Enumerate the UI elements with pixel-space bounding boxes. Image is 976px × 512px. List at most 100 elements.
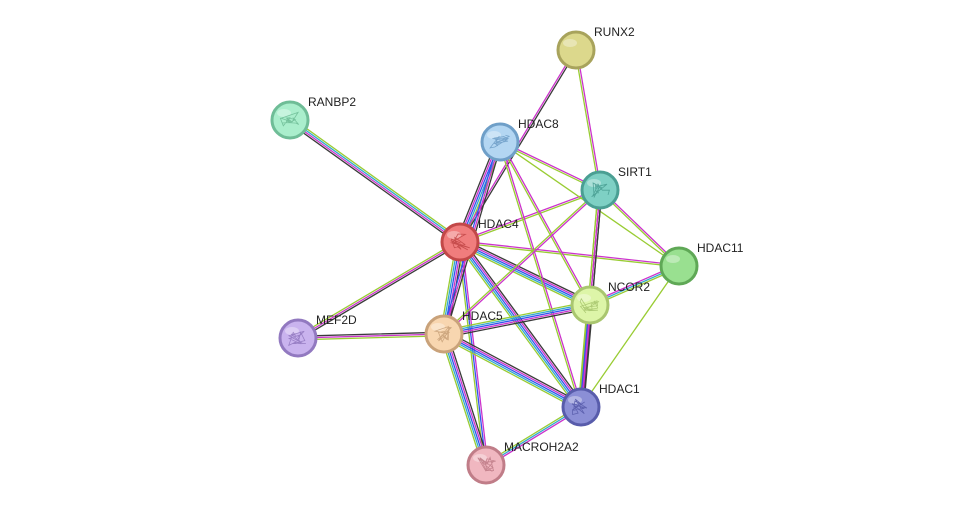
protein-structure-icon [287,330,306,347]
edge-hdac4-sirt1[interactable] [459,188,601,244]
node-label: NCOR2 [608,280,650,294]
edge-evidence-line [574,49,600,191]
node-mef2d[interactable]: MEF2D [278,313,357,358]
protein-structure-icon [279,111,300,127]
node-sirt1[interactable]: SIRT1 [580,165,652,210]
node-label: MEF2D [316,313,357,327]
edge-evidence-line [444,307,592,339]
node-highlight [577,294,591,302]
edge-evidence-line [459,242,680,268]
protein-backbone [571,398,588,416]
edge-evidence-line [441,336,580,411]
edge-hdac4-ranbp2[interactable] [287,117,463,245]
node-highlight [277,109,291,117]
protein-structure-icon [433,325,453,343]
edge-evidence-line [443,333,487,466]
node-hdac5[interactable]: HDAC5 [424,309,503,354]
protein-structure-icon [571,398,588,416]
node-circle[interactable] [659,246,699,286]
edge-evidence-line [459,241,591,306]
edge-evidence-line [460,239,592,305]
edge-evidence-line [297,331,445,337]
edge-evidence-line [500,140,592,306]
edge-evidence-line [441,333,485,467]
node-label: HDAC1 [599,382,640,396]
edge-hdac4-mef2d[interactable] [296,239,462,341]
edge-evidence-line [456,243,579,410]
edge-evidence-line [445,330,584,405]
edge-hdac5-hdac1[interactable] [441,330,584,411]
node-macroh2a2[interactable]: MACROH2A2 [466,440,579,485]
node-hdac1[interactable]: HDAC1 [561,382,640,427]
edge-evidence-line [460,238,593,303]
node-circle[interactable] [556,30,596,70]
edge-evidence-line [498,141,581,408]
node-hdac4[interactable]: HDAC4 [440,217,519,262]
edge-hdac5-macroh2a2[interactable] [439,332,491,467]
edge-evidence-line [288,120,461,244]
edge-runx2-sirt1[interactable] [574,49,602,191]
edge-evidence-line [459,188,601,242]
edge-evidence-line [442,188,601,334]
node-circle[interactable] [480,122,520,162]
node-hdac8[interactable]: HDAC8 [480,117,559,162]
edge-evidence-line [442,302,591,333]
protein-backbone [489,134,511,149]
node-circle[interactable] [570,285,610,325]
edge-hdac4-ncor2[interactable] [457,238,593,309]
node-highlight [487,131,501,139]
edge-evidence-line [457,242,581,409]
edge-hdac8-hdac1[interactable] [498,141,583,408]
protein-backbone [450,233,470,251]
node-highlight [563,39,577,47]
edge-evidence-line [457,241,485,466]
edge-evidence-line [443,333,582,408]
node-ncor2[interactable]: NCOR2 [570,280,650,325]
edge-evidence-line [443,306,592,337]
node-hdac11[interactable]: HDAC11 [659,241,744,286]
node-ranbp2[interactable]: RANBP2 [270,95,356,140]
protein-structure-icon [489,134,511,149]
node-label: HDAC8 [518,117,559,131]
edge-hdac4-hdac1[interactable] [456,239,585,410]
nodes-layer: RUNX2RANBP2HDAC8SIRT1HDAC4HDAC11NCOR2MEF… [270,25,744,485]
node-label: HDAC11 [697,241,744,255]
edge-evidence-line [443,190,602,336]
protein-structure-icon [477,456,496,472]
node-label: MACROH2A2 [504,440,579,454]
edge-evidence-line [459,190,601,244]
protein-backbone [279,111,300,127]
edge-evidence-line [290,117,463,241]
protein-backbone [477,456,496,472]
node-label: RUNX2 [594,25,635,39]
edge-evidence-line [457,244,590,309]
edge-evidence-line [498,141,590,307]
edge-evidence-line [459,240,680,266]
protein-backbone [433,325,453,343]
node-runx2[interactable]: RUNX2 [556,25,635,70]
edge-evidence-line [297,241,461,339]
node-highlight [285,327,299,335]
edge-hdac8-ncor2[interactable] [498,140,592,307]
edge-evidence-line [444,331,583,407]
edge-evidence-line [297,333,445,339]
edge-mef2d-hdac5[interactable] [297,331,445,341]
edge-sirt1-hdac5[interactable] [442,188,602,336]
edge-evidence-line [459,241,582,408]
edge-hdac4-hdac11[interactable] [459,240,680,268]
protein-backbone [579,297,600,314]
edge-evidence-line [576,49,602,191]
node-highlight [447,231,461,239]
edge-evidence-line [442,334,581,410]
node-label: HDAC4 [478,217,519,231]
edge-hdac1-hdac11[interactable] [580,265,680,408]
edge-evidence-line [287,121,460,245]
node-circle[interactable] [440,222,480,262]
edge-evidence-line [458,242,590,308]
protein-structure-icon [450,233,470,251]
node-label: HDAC5 [462,309,503,323]
edge-ncor2-hdac5[interactable] [442,300,592,339]
edge-evidence-line [580,265,680,408]
edge-evidence-line [442,300,590,332]
node-label: RANBP2 [308,95,356,109]
